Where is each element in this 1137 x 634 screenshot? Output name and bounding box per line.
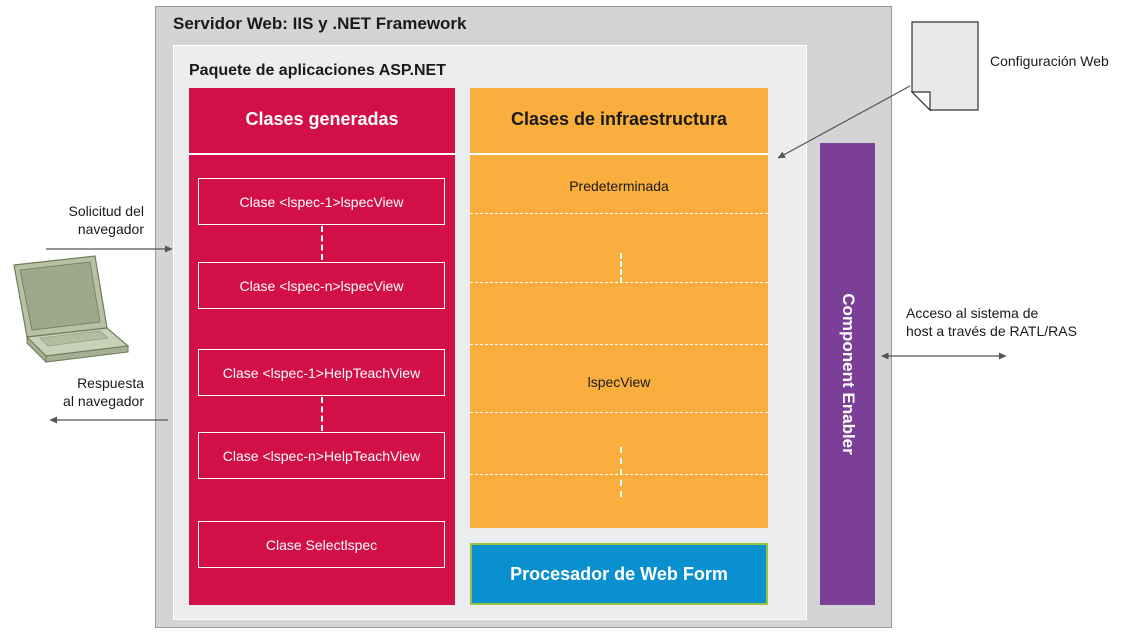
document-icon: [910, 21, 979, 112]
row-divider: [470, 213, 768, 214]
laptop-icon: [13, 255, 130, 364]
row-divider: [470, 282, 768, 283]
browser-response-label: Respuesta al navegador: [63, 374, 144, 410]
class-box-selectlspec: Clase Selectlspec: [198, 521, 445, 568]
class-box-lspec-1-helpteach: Clase <lspec-1>HelpTeachView: [198, 349, 445, 396]
generated-classes-panel: [189, 88, 455, 605]
continuation-dash: [620, 253, 622, 283]
infra-item-lspecview: lspecView: [587, 374, 651, 390]
class-box-lspec-n-view: Clase <lspec-n>lspecView: [198, 262, 445, 309]
config-arrow: [777, 85, 911, 159]
infra-item-predeterminada: Predeterminada: [569, 178, 669, 194]
browser-request-line1: Solicitud del: [68, 203, 145, 219]
class-box-lspec-1-view: Clase <lspec-1>lspecView: [198, 178, 445, 225]
infrastructure-header-divider: [470, 153, 768, 155]
web-form-processor-box: Procesador de Web Form: [470, 543, 768, 605]
generated-classes-header: Clases generadas: [245, 109, 399, 129]
browser-request-line2: navegador: [77, 221, 144, 237]
row-divider: [470, 344, 768, 345]
row-divider: [470, 412, 768, 413]
continuation-dash: [620, 447, 622, 497]
generated-header-divider: [189, 153, 455, 155]
asp-package-title: Paquete de aplicaciones ASP.NET: [189, 62, 446, 79]
row-divider: [470, 474, 768, 475]
browser-response-line1: Respuesta: [77, 375, 144, 391]
host-access-label: Acceso al sistema de host a través de RA…: [906, 304, 1077, 340]
web-server-title: Servidor Web: IIS y .NET Framework: [173, 14, 467, 33]
component-enabler-bar: [820, 143, 875, 605]
continuation-dash: [321, 397, 323, 431]
continuation-dash: [321, 226, 323, 260]
web-config-label: Configuración Web: [990, 53, 1109, 69]
host-access-line1: Acceso al sistema de: [906, 305, 1039, 321]
host-access-line2: host a través de RATL/RAS: [906, 323, 1077, 339]
browser-request-label: Solicitud del navegador: [69, 202, 145, 238]
class-box-lspec-n-helpteach: Clase <lspec-n>HelpTeachView: [198, 432, 445, 479]
infrastructure-classes-panel: [470, 88, 768, 528]
infrastructure-classes-header: Clases de infraestructura: [510, 109, 728, 129]
browser-response-line2: al navegador: [63, 393, 144, 409]
